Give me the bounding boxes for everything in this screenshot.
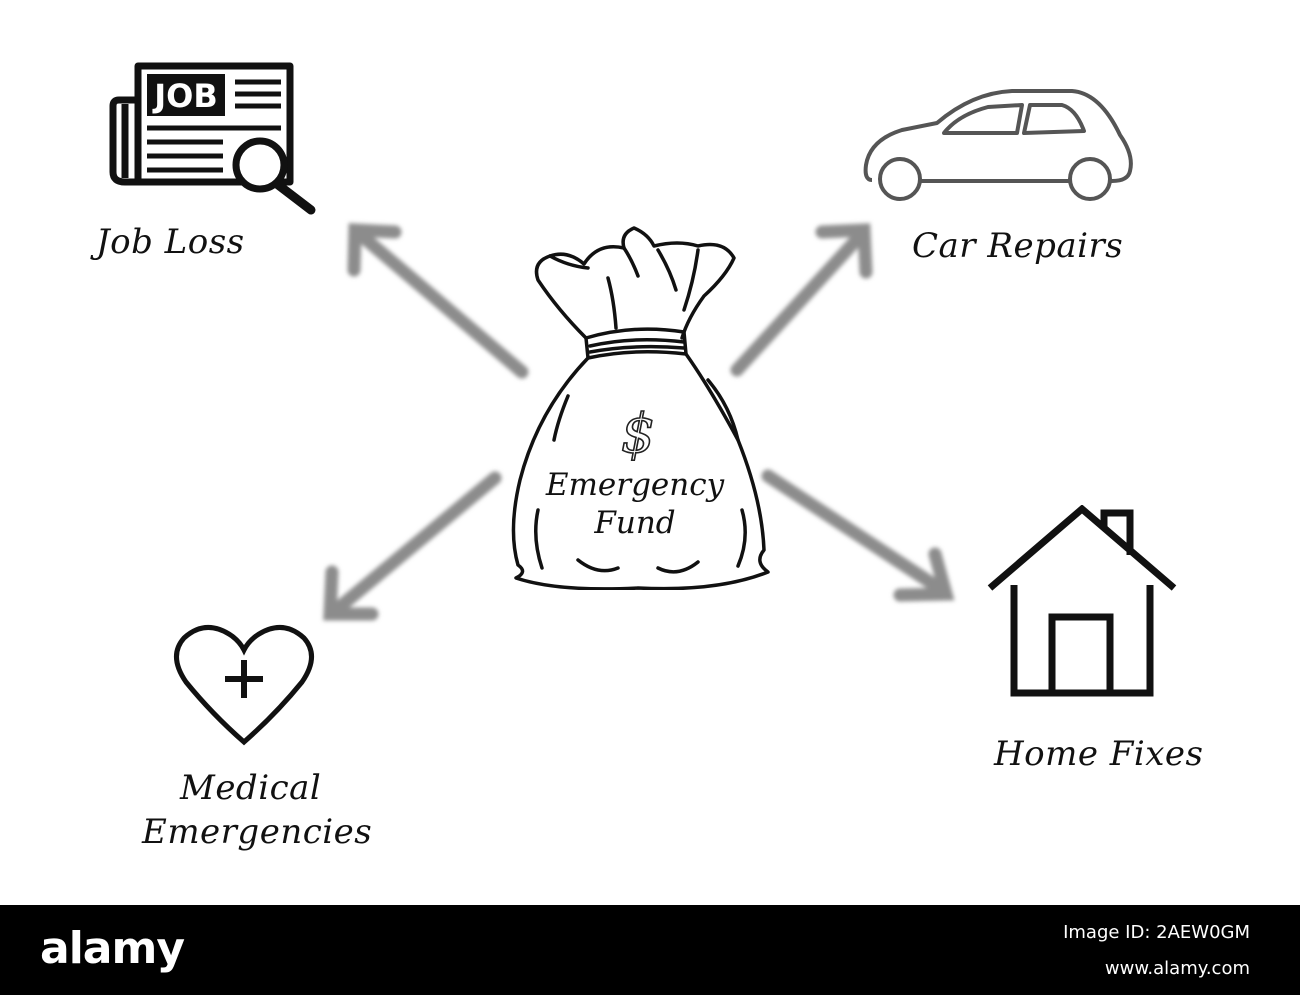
arrow-to-car-repairs [730,223,873,377]
footer-image-id: Image ID: 2AEW0GM [1063,922,1250,943]
footer-bar: alamy Image ID: 2AEW0GM www.alamy.com [0,905,1300,995]
arrow-to-job-loss [347,223,529,379]
dollar-sign: $ [621,402,655,465]
footer-logo: alamy [40,923,185,974]
arrow-to-medical [323,471,502,621]
arrows-layer [323,223,955,621]
label-job-loss: Job Loss [96,222,245,262]
job-badge: JOB [152,77,218,115]
heart-plus-icon [172,622,317,751]
money-bag-icon: $ [498,220,778,594]
center-label: Emergency Fund [515,466,755,542]
arrow-to-home [761,469,955,602]
label-home-fixes: Home Fixes [994,734,1204,774]
job-newspaper-icon: JOB [105,60,325,224]
label-emergencies: Emergencies [142,812,373,852]
center-label-line1: Emergency [545,467,725,503]
diagram-canvas: JOB Job Loss [96,60,1204,852]
footer-site: www.alamy.com [1104,958,1250,979]
house-icon [982,504,1182,704]
footer-info: Image ID: 2AEW0GM www.alamy.com [1063,915,1250,987]
label-car-repairs: Car Repairs [912,226,1124,266]
car-icon [862,85,1142,209]
label-medical: Medical [180,768,322,808]
center-label-line2: Fund [594,505,676,541]
